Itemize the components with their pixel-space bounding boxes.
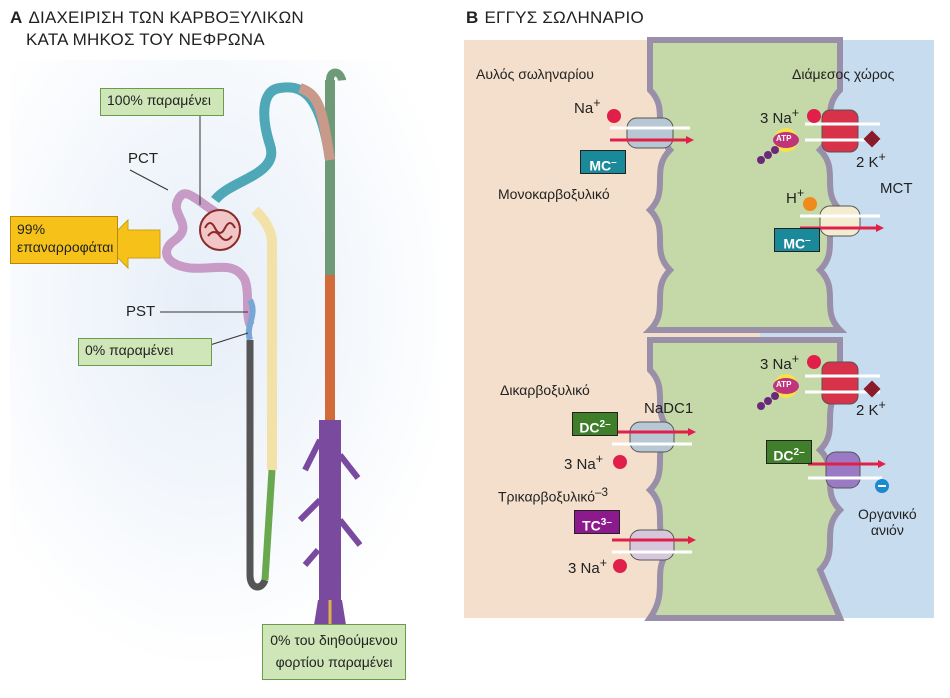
k-ion-1	[863, 130, 881, 148]
label-3na-4: 3 Na+	[568, 556, 607, 577]
tag-dc-2: DC2–	[766, 440, 812, 464]
box-0-remains: 0% παραμένει	[78, 338, 212, 366]
tag-mc-1: MC–	[580, 150, 626, 174]
label-2k-2: 2 K+	[856, 398, 886, 419]
label-monocarboxylic: Μονοκαρβοξυλικό	[498, 186, 610, 202]
label-3na-1: 3 Na+	[760, 106, 799, 127]
thick-ascending-limb	[251, 206, 277, 470]
label-nadc1: NaDC1	[644, 400, 694, 417]
atp-top	[757, 128, 799, 164]
na-ion-5	[613, 559, 627, 573]
label-organic-anion: Οργανικό ανιόν	[858, 506, 917, 538]
atp-bottom	[757, 374, 799, 410]
box-bottom-remains: 0% του διηθούμενου φορτίου παραμένει	[262, 624, 406, 680]
nadc1-transporter	[612, 421, 696, 453]
duct-top	[326, 68, 346, 82]
label-na-1: Na+	[574, 96, 601, 117]
box-100-remains: 100% παραμένει	[100, 88, 224, 116]
tag-dc-1: DC2–	[572, 412, 618, 436]
label-h: H+	[786, 186, 805, 207]
atp-label-2: ATP	[776, 380, 792, 389]
cell-top	[642, 37, 848, 333]
label-tricarboxylic: Τρικαρβοξυλικό–3	[498, 486, 608, 505]
bottom-line2: φορτίου παραμένει	[275, 654, 393, 670]
na-ion-4	[613, 455, 627, 469]
glomerulus	[199, 209, 241, 251]
tc-transporter	[612, 529, 696, 561]
label-3na-3: 3 Na+	[564, 452, 603, 473]
na-ion-3	[807, 355, 821, 369]
label-2k-1: 2 K+	[856, 150, 886, 171]
descending-limb	[246, 340, 269, 591]
atp-label-1: ATP	[776, 134, 792, 143]
tag-mc-2: MC–	[774, 228, 820, 252]
distal-tubule-upper	[298, 83, 335, 161]
mc-transporter	[610, 117, 694, 149]
na-ion-1	[607, 109, 621, 123]
mct-transporter	[800, 205, 884, 237]
label-mct: MCT	[880, 180, 913, 197]
box-reabsorbed: 99% επαναρροφάται	[10, 216, 118, 264]
ascending-thin-limb	[261, 469, 276, 581]
k-ion-2	[863, 380, 881, 398]
nephron-background	[10, 60, 440, 670]
label-pct: PCT	[128, 150, 158, 167]
proximal-straight-tubule	[245, 298, 256, 341]
na-ion-2	[807, 109, 821, 123]
label-3na-2: 3 Na+	[760, 352, 799, 373]
glomerulus-capillaries	[204, 222, 236, 241]
proximal-convoluted-tubule	[162, 189, 255, 327]
oat-transporter	[808, 451, 886, 489]
duct-branches	[297, 438, 363, 567]
panel-a-title-line2: ΚΑΤΑ ΜΗΚΟΣ ΤΟΥ ΝΕΦΡΩΝΑ	[26, 30, 265, 49]
label-pst: PST	[126, 303, 156, 320]
h-ion	[803, 197, 817, 211]
reabsorbed-percent: 99%	[17, 221, 46, 237]
label-lumen: Αυλός σωληναρίου	[476, 66, 594, 82]
label-dicarboxylic: Δικαρβοξυλικό	[500, 382, 590, 398]
tag-tc: TC3–	[574, 510, 620, 534]
leader-pct	[129, 169, 169, 191]
leader-0	[209, 332, 249, 346]
label-interstitium: Διάμεσος χώρος	[792, 66, 895, 82]
reabsorbed-text: επαναρροφάται	[17, 239, 114, 255]
bottom-line1: 0% του διηθούμενου	[270, 632, 398, 648]
